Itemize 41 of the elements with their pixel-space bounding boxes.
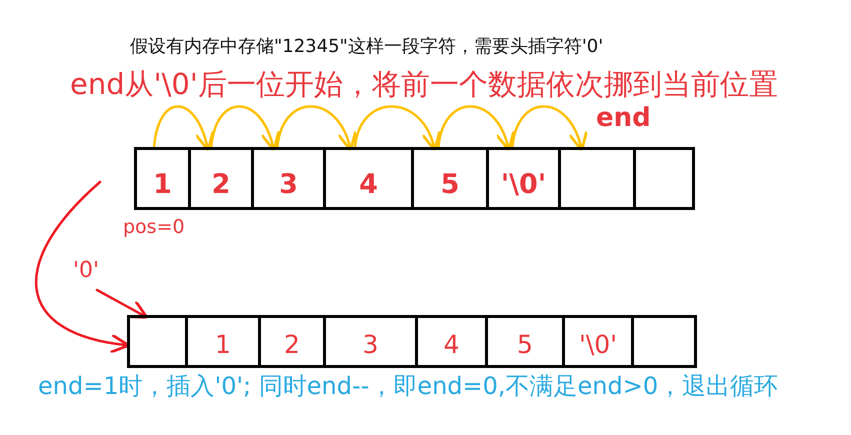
- array-cell: [558, 147, 636, 210]
- array-cell: [633, 147, 695, 210]
- cell-value: 4: [359, 168, 378, 200]
- array-cell: [258, 315, 326, 368]
- cell-value: 4: [444, 331, 460, 360]
- array-cell: [185, 315, 261, 368]
- instruction-text: end从'\0'后一位开始，将前一个数据依次挪到当前位置: [70, 67, 778, 102]
- cell-value: 1: [215, 331, 231, 360]
- cell-value: 3: [279, 168, 298, 200]
- array-cell: [134, 147, 191, 210]
- curved-arrow: [210, 105, 279, 152]
- array-cell: [323, 147, 414, 210]
- array-cell: [323, 315, 418, 368]
- arrow: [96, 288, 148, 319]
- curved-arrow: [354, 105, 440, 152]
- cell-value: 1: [153, 168, 172, 200]
- cell-value: '\0': [578, 331, 618, 360]
- index-label: pos=0: [123, 216, 185, 239]
- cell-value: 2: [284, 331, 300, 360]
- curved-arrow: [276, 105, 356, 152]
- array-cell: [415, 315, 488, 368]
- array-cell: [486, 147, 561, 210]
- array-cell: [631, 315, 697, 368]
- cell-value: 3: [362, 331, 378, 360]
- cell-value: '\0': [500, 168, 546, 200]
- curved-arrow: [152, 105, 214, 152]
- index-label: end: [596, 103, 651, 134]
- array-cell: [485, 315, 565, 368]
- curved-arrow: [511, 105, 587, 152]
- cell-value: 5: [517, 331, 533, 360]
- array-cell: [562, 315, 634, 368]
- array-cell: [188, 147, 254, 210]
- note-text: end=1时，插入'0'; 同时end--，即end=0,不满足end>0，退出循环: [38, 372, 778, 401]
- array-cell: [411, 147, 489, 210]
- cell-value: 2: [212, 168, 230, 200]
- curved-arrow: [437, 105, 514, 152]
- cell-value: 5: [440, 168, 460, 200]
- array-cell: [127, 315, 188, 368]
- char-label: '0': [73, 258, 100, 284]
- array-cell: [251, 147, 326, 210]
- premise-text: 假设有内存中存储"12345"这样一段字符，需要头插字符'0': [130, 36, 604, 58]
